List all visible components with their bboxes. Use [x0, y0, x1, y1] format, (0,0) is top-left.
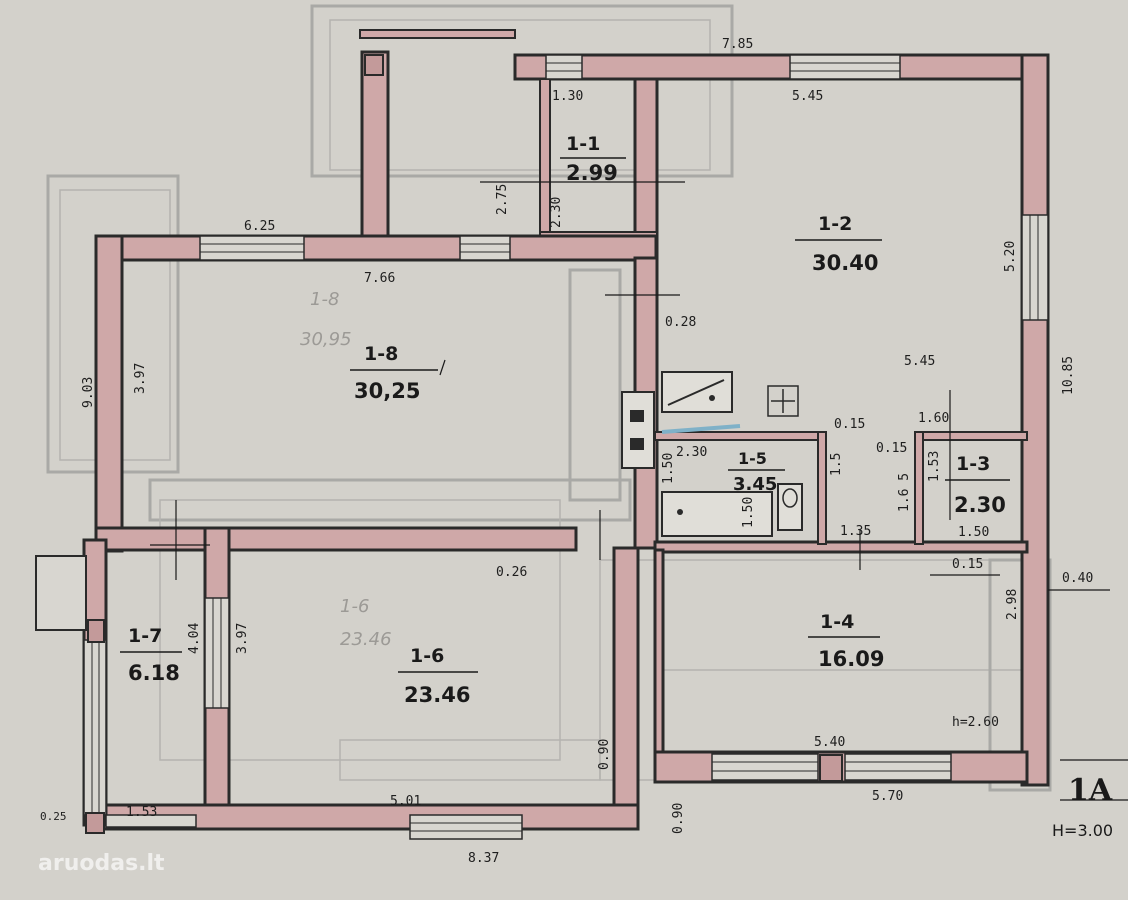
dim-2-75: 2.75: [495, 184, 510, 215]
dim-1-60: 1.60: [918, 411, 949, 426]
dim-3-97-left: 3.97: [133, 363, 148, 394]
ghost-label-r6-area: 23.46: [340, 629, 392, 650]
room-1-5-area: 3.45: [733, 474, 777, 495]
room-1-8-label: 1-8 30,25: [350, 343, 438, 403]
room-1-7-label: 1-7 6.18: [120, 625, 182, 685]
stove-fixture: [621, 391, 655, 469]
dim-4-04: 4.04: [187, 623, 202, 654]
floor-label: 1A: [1068, 773, 1113, 808]
dim-5-40: 5.40: [814, 735, 845, 750]
dim-0-15-b: 0.15: [876, 441, 907, 456]
dim-5-20: 5.20: [1003, 241, 1018, 272]
dim-0-15-a: 0.15: [834, 417, 865, 432]
floor-drain: [767, 385, 799, 417]
windows: [83, 54, 1049, 840]
dimension-lines: [150, 181, 1128, 801]
dim-5-45-mid: 5.45: [904, 354, 935, 369]
dim-7-85: 7.85: [722, 37, 753, 52]
room-1-2-label: 1-2 30.40: [795, 213, 882, 275]
dim-8-37: 8.37: [468, 851, 499, 866]
dim-1-5: 1.5: [829, 453, 844, 476]
dim-1-50-c: 1.50: [958, 525, 989, 540]
room-1-5-label: 1-5 3.45: [728, 449, 785, 495]
room-1-1-label: 1-1 2.99: [560, 133, 626, 185]
height-label: H=3.00: [1052, 821, 1113, 840]
room-1-3-area: 2.30: [954, 493, 1006, 517]
dim-2-30-h: 2.30: [676, 445, 707, 460]
dim-7-66: 7.66: [364, 271, 395, 286]
dim-0-90-b: 0.90: [671, 803, 686, 834]
dim-10-85: 10.85: [1061, 356, 1076, 395]
room-1-3-label: 1-3 2.30: [945, 453, 1010, 517]
room-1-7-id: 1-7: [128, 625, 162, 647]
dim-3-97-mid: 3.97: [235, 623, 250, 654]
room-1-2-area: 30.40: [812, 251, 878, 275]
room-1-6-id: 1-6: [410, 645, 444, 667]
room-1-8-area: 30,25: [354, 379, 420, 403]
room-1-4-id: 1-4: [820, 611, 854, 633]
dim-6-25: 6.25: [244, 219, 275, 234]
room-1-5-id: 1-5: [738, 449, 767, 468]
dim-0-90-a: 0.90: [597, 739, 612, 770]
dim-1-53-b: 1.53: [126, 805, 157, 820]
dim-5-01: 5.01: [390, 794, 421, 809]
room-1-8-id: 1-8: [364, 343, 398, 365]
ghost-label-r8-area: 30,95: [300, 329, 352, 350]
dim-1-50-b: 1.50: [741, 497, 756, 528]
dimension-texts: 7.85 1.30 5.45 2.75 2.30 6.25 7.66 5.20 …: [40, 37, 1093, 866]
dim-1-30: 1.30: [552, 89, 583, 104]
dim-1-50-a: 1.50: [661, 453, 676, 484]
room-1-2-id: 1-2: [818, 213, 852, 235]
room-1-6-area: 23.46: [404, 683, 470, 707]
room-1-3-id: 1-3: [956, 453, 990, 475]
room-1-1-area: 2.99: [566, 161, 618, 185]
kitchen-sink: [661, 371, 733, 413]
ghost-label-r8-id: 1-8: [310, 289, 339, 310]
room-1-4-label: 1-4 16.09: [808, 611, 884, 671]
ghost-label-r6-id: 1-6: [340, 596, 369, 617]
toilet: [777, 483, 803, 531]
dim-5-70: 5.70: [872, 789, 903, 804]
dim-1-35: 1.35: [840, 524, 871, 539]
dim-1-53: 1.53: [927, 451, 942, 482]
dim-9-03: 9.03: [81, 377, 96, 408]
dim-5-45-top: 5.45: [792, 89, 823, 104]
dim-0-40: 0.40: [1062, 571, 1093, 586]
room-1-1-id: 1-1: [566, 133, 600, 155]
dim-0-26: 0.26: [496, 565, 527, 580]
dim-0-25: 0.25: [40, 810, 67, 823]
dim-1-6-5: 1.6 5: [897, 473, 912, 512]
room-1-6-label: 1-6 23.46: [398, 645, 478, 707]
dim-2-30-v: 2.30: [549, 197, 564, 228]
watermark: aruodas.lt: [38, 851, 165, 876]
room-1-4-area: 16.09: [818, 647, 884, 671]
dim-0-28: 0.28: [665, 315, 696, 330]
dim-2-98: 2.98: [1005, 589, 1020, 620]
pillars: [85, 54, 843, 834]
bathtub: [661, 424, 773, 537]
room-1-7-area: 6.18: [128, 661, 180, 685]
dim-0-15-c: 0.15: [952, 557, 983, 572]
h-2-60: h=2.60: [952, 715, 999, 730]
entrance-step: [35, 555, 87, 631]
